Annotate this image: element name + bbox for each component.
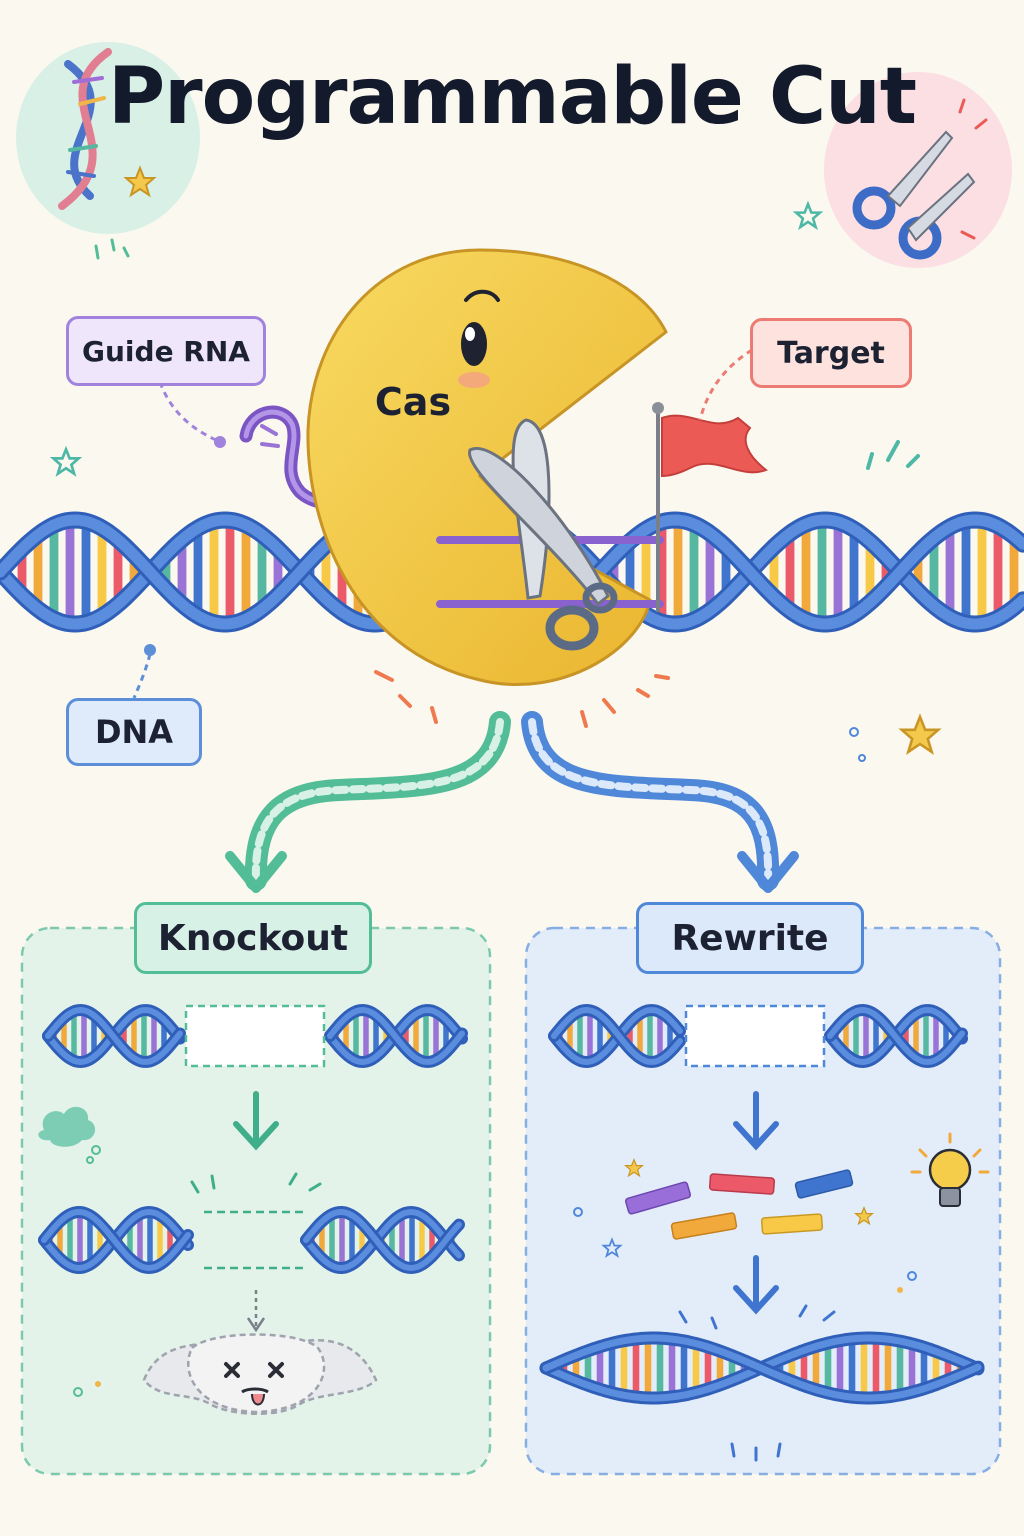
scissors-icon: [468, 418, 618, 651]
knockout-gap-box: [184, 1004, 326, 1068]
cloud-puff-icon: [38, 1106, 101, 1164]
knockout-dna-broken: [38, 1205, 465, 1275]
cut-burst-lines: [374, 670, 670, 728]
knockout-gap-lines: [204, 1210, 306, 1270]
dna-label: DNA: [66, 698, 202, 766]
dna-fragments: [624, 1169, 854, 1240]
page-title: Programmable Cut: [107, 52, 917, 142]
arrow-icon: [733, 1091, 779, 1151]
lightbulb-icon: [910, 1132, 990, 1207]
dna-strand-highlight: [303, 1208, 462, 1272]
sparkle-lines: [866, 440, 920, 470]
star-icon: [900, 715, 940, 754]
dna-strand-highlight: [551, 1006, 683, 1065]
dna-strand-highlight: [303, 1208, 462, 1272]
dna-strand-highlight: [327, 1006, 465, 1065]
knockout-dna-gap: [42, 1003, 468, 1069]
arrow-icon: [246, 1290, 266, 1333]
dna-strand-highlight: [542, 1334, 982, 1402]
sparkle-lines: [190, 1172, 322, 1194]
scissors-icon: [852, 130, 976, 260]
rewrite-dna-gap: [548, 1003, 968, 1069]
leader-lines: [132, 348, 753, 699]
target-label: Target: [750, 318, 912, 388]
cas-label: Cas: [374, 380, 452, 424]
star-icon: [794, 202, 822, 229]
sparkle-lines: [958, 98, 988, 240]
knockout-label: Knockout: [134, 902, 372, 974]
arrow-icon: [733, 1255, 779, 1315]
star-icon: [52, 448, 80, 476]
dna-strand-highlight: [45, 1006, 183, 1065]
arrow-icon: [225, 711, 799, 893]
arrow-icon: [233, 1091, 279, 1151]
guide-rna-label: Guide RNA: [66, 316, 266, 386]
corner-blob-left: [16, 42, 200, 234]
rewrite-label: Rewrite: [636, 902, 864, 974]
sparkle-lines: [94, 238, 130, 260]
sparkle-lines: [678, 1304, 836, 1462]
dna-strand-highlight: [827, 1006, 965, 1065]
rewrite-dna-repaired: [539, 1331, 985, 1405]
dna-strand-highlight: [41, 1208, 191, 1272]
flag-icon: [652, 402, 769, 612]
dna-helix-icon: [58, 48, 112, 210]
rewrite-gap-box: [684, 1004, 826, 1068]
broken-dna-face-icon: [142, 1333, 378, 1415]
